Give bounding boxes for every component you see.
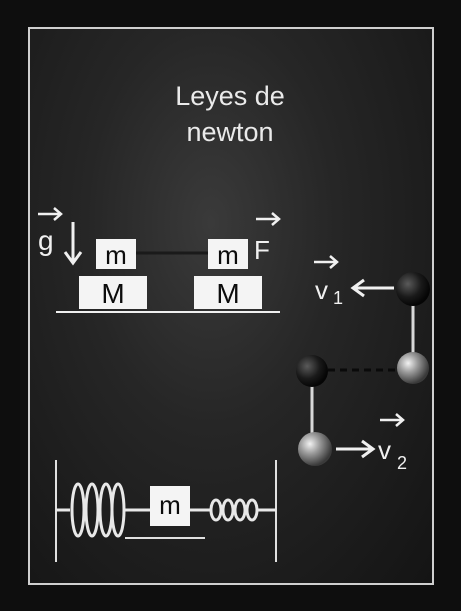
ball-bottom-left — [298, 432, 332, 466]
v1-subscript: 1 — [333, 288, 343, 308]
big-block-left-label: M — [101, 278, 124, 309]
big-block-right-label: M — [216, 278, 239, 309]
force-arrowhead — [271, 212, 281, 226]
v1-vector-arrowhead — [329, 255, 339, 269]
page-title: Leyes de newton — [120, 78, 340, 150]
small-block-left-label: m — [105, 240, 127, 270]
left-spring — [56, 482, 150, 538]
title-line-2: newton — [186, 117, 274, 147]
gravity-vector: g — [38, 207, 83, 266]
title-line-1: Leyes de — [175, 81, 285, 111]
block-system-right: m M — [194, 239, 262, 309]
spring-mass-system: m — [55, 460, 277, 562]
gravity-arrowhead — [53, 207, 63, 221]
force-label: F — [254, 235, 270, 265]
v2-right-arrowhead — [361, 439, 376, 459]
v2-label: v — [378, 435, 391, 465]
spring-block-label: m — [159, 490, 181, 520]
small-block-right-label: m — [217, 240, 239, 270]
ball-middle-right — [397, 352, 429, 384]
v2-vector-arrowhead — [395, 413, 405, 427]
big-block-left — [79, 276, 147, 309]
spring-block — [150, 486, 190, 526]
gravity-label: g — [38, 225, 54, 256]
big-block-right — [194, 276, 262, 309]
block-system-left: m M — [79, 239, 147, 309]
ball-middle-left — [296, 355, 328, 387]
right-spring — [190, 498, 276, 522]
small-block-left — [96, 239, 136, 269]
gravity-down-arrowhead — [63, 251, 83, 266]
force-vector: F — [254, 212, 281, 265]
v2-subscript: 2 — [397, 453, 407, 473]
ball-top-right — [396, 272, 430, 306]
small-block-right — [208, 239, 248, 269]
v1-left-arrowhead — [350, 278, 365, 298]
v1-label: v — [315, 275, 328, 305]
collision-diagram: v 1 v 2 — [296, 255, 430, 473]
